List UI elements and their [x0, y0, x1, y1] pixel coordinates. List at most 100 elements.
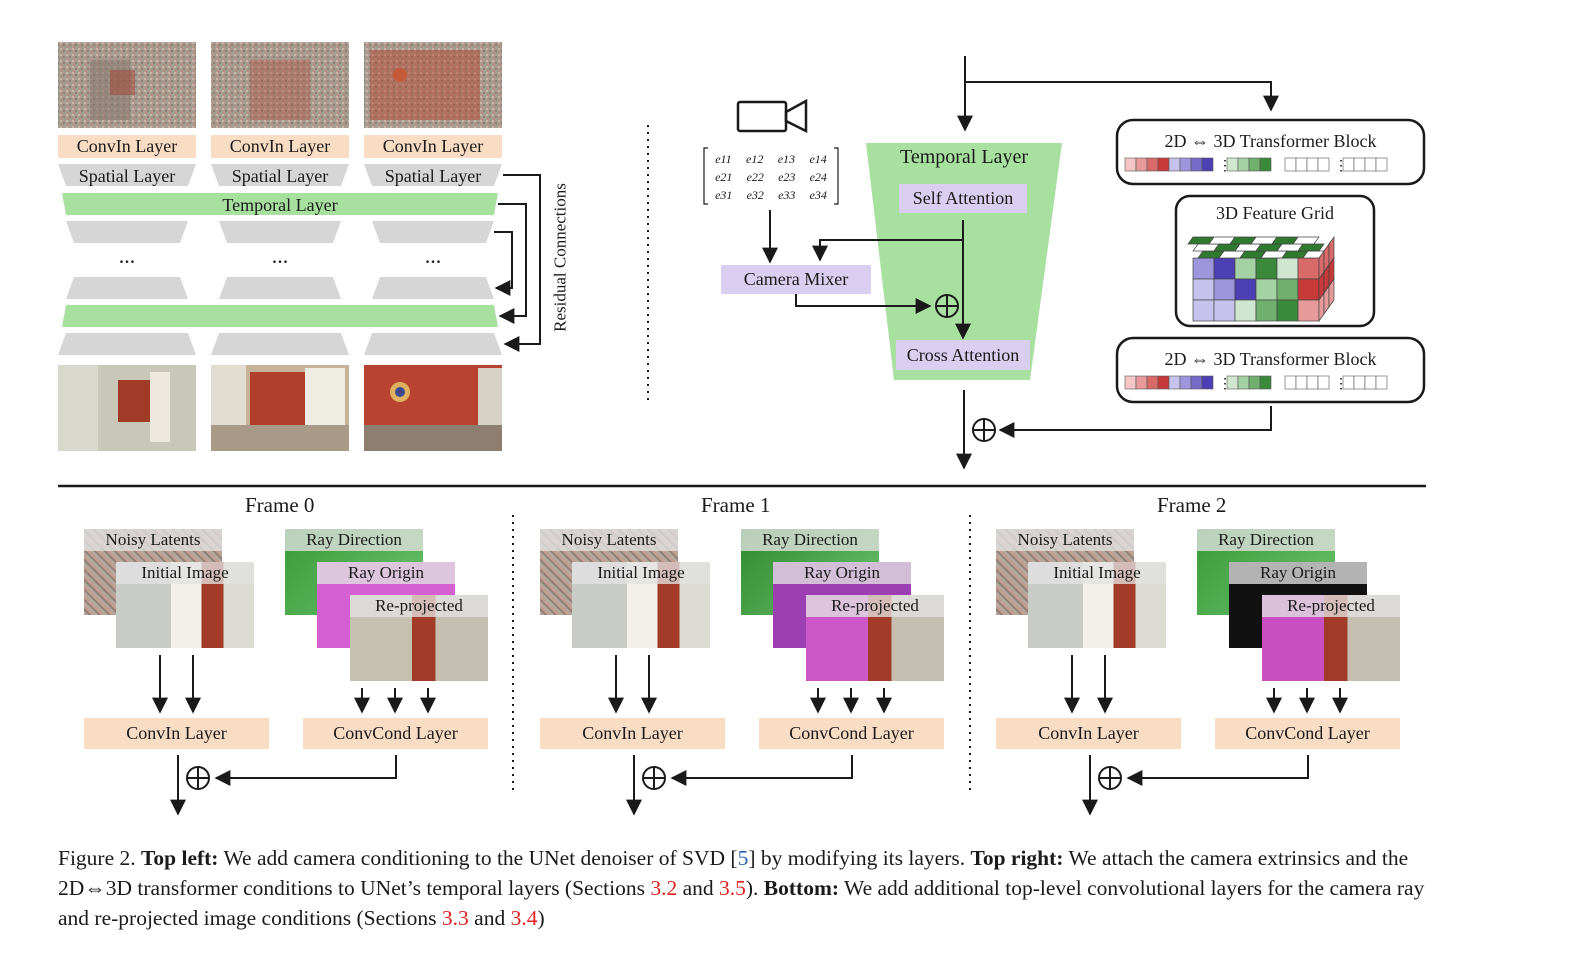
matrix-cell: e14 — [809, 152, 827, 166]
token-cell — [1190, 375, 1203, 390]
ellipsis-0: ... — [118, 243, 136, 268]
caption-text: ] by modifying its layers. — [748, 846, 971, 870]
grid-voxel — [1276, 299, 1299, 322]
initial-image-label: Initial Image — [1028, 562, 1166, 584]
cond-arrow — [1126, 755, 1309, 786]
token-cell — [1306, 157, 1319, 172]
temporal-layer-label: Temporal Layer — [222, 195, 338, 215]
token-cell — [1179, 157, 1192, 172]
reprojected-image: Re-projected — [350, 595, 488, 681]
matrix-cell: e34 — [809, 188, 827, 202]
initial-image-label: Initial Image — [116, 562, 254, 584]
matrix-cell: e12 — [746, 152, 764, 166]
residual-arrows — [494, 174, 541, 352]
frame-title: Frame 0 — [245, 493, 315, 517]
camera-icon — [736, 98, 808, 134]
transformer-block-bottom — [1115, 336, 1426, 404]
feature-grid-label: 3D Feature Grid — [1216, 203, 1334, 223]
token-cell — [1342, 157, 1355, 172]
ellipsis-1: ... — [271, 243, 289, 268]
residual-connections-label: Residual Connections — [550, 183, 570, 332]
token-cell — [1201, 375, 1214, 390]
grid-voxel — [1276, 257, 1299, 280]
cond-arrow — [214, 755, 397, 786]
matrix-row: e31 e32 e33 e34 — [708, 186, 834, 204]
matrix-cell: e32 — [746, 188, 764, 202]
section-link[interactable]: 3.5 — [719, 876, 746, 900]
caption-bottom-head: Bottom: — [763, 876, 840, 900]
grid-voxel — [1192, 299, 1215, 322]
camera-mixer: Camera Mixer — [721, 265, 871, 294]
caption-text: ). — [745, 876, 764, 900]
grid-voxel — [1234, 299, 1257, 322]
section-link[interactable]: 3.4 — [510, 906, 538, 930]
citation-link[interactable]: 5 — [737, 846, 749, 870]
token-cell — [1168, 375, 1181, 390]
transformer-block-top-label: 2D ⇔ 3D Transformer Block — [1164, 131, 1377, 151]
temporal-layer-title: Temporal Layer — [900, 146, 1028, 168]
grid-voxel — [1213, 299, 1236, 322]
reprojected-image: Re-projected — [806, 595, 944, 681]
token-cell — [1248, 375, 1261, 390]
token-cell — [1295, 375, 1308, 390]
token-cell — [1317, 157, 1330, 172]
to-mixer-arrow — [812, 239, 963, 262]
token-cell — [1157, 157, 1170, 172]
grid-voxel — [1297, 278, 1320, 301]
grid-voxel — [1255, 257, 1278, 280]
reprojected-image: Re-projected — [1262, 595, 1400, 681]
noisy-latents-label: Noisy Latents — [996, 529, 1134, 551]
convin-layer: ConvIn Layer — [996, 718, 1181, 749]
caption-top-right-head: Top right: — [970, 846, 1064, 870]
token-cell — [1124, 157, 1137, 172]
token-cell — [1201, 157, 1214, 172]
grid-voxel — [1192, 257, 1215, 280]
token-cell — [1259, 157, 1272, 172]
ray-origin-label: Ray Origin — [317, 562, 455, 584]
token-cell — [1375, 375, 1388, 390]
matrix-cell: e13 — [777, 152, 796, 166]
initial-image: Initial Image — [116, 562, 254, 648]
convcond-layer: ConvCond Layer — [303, 718, 488, 749]
initial-image: Initial Image — [1028, 562, 1166, 648]
token-cell — [1237, 157, 1250, 172]
token-cell — [1135, 157, 1148, 172]
token-strip-top: ⋮⋮ — [1124, 157, 1388, 174]
reprojected-label: Re-projected — [350, 595, 488, 617]
matrix-cell: e33 — [778, 188, 796, 202]
spatial-layer-1: Spatial Layer — [231, 166, 329, 186]
bottom-arrows — [152, 655, 1348, 816]
matrix-cell: e31 — [715, 188, 733, 202]
caption-text: We add camera conditioning to the UNet d… — [218, 846, 738, 870]
grid-voxel — [1213, 278, 1236, 301]
feature-grid-cube — [1187, 235, 1335, 323]
token-cell — [1259, 375, 1272, 390]
section-link[interactable]: 3.3 — [441, 906, 469, 930]
frame-title: Frame 1 — [701, 493, 771, 517]
token-cell — [1179, 375, 1192, 390]
caption-text: and — [677, 876, 719, 900]
ray-direction-label: Ray Direction — [285, 529, 423, 551]
token-cell — [1306, 375, 1319, 390]
ellipsis-2: ... — [424, 243, 442, 268]
grid-voxel-top — [1297, 243, 1325, 252]
self-attention: Self Attention — [899, 184, 1027, 213]
grid-voxel — [1276, 278, 1299, 301]
convin-layer-0: ConvIn Layer — [58, 135, 196, 158]
token-cell — [1375, 157, 1388, 172]
caption-top-left-head: Top left: — [141, 846, 219, 870]
matrix-cell: e22 — [746, 170, 764, 184]
section-link[interactable]: 3.2 — [650, 876, 678, 900]
reprojected-label: Re-projected — [1262, 595, 1400, 617]
grid-voxel — [1234, 257, 1257, 280]
convcond-layer: ConvCond Layer — [1215, 718, 1400, 749]
ray-origin-label: Ray Origin — [1229, 562, 1367, 584]
grid-voxel — [1297, 257, 1320, 280]
caption-text: and — [468, 906, 511, 930]
token-cell — [1248, 157, 1261, 172]
token-cell — [1284, 157, 1297, 172]
token-cell — [1135, 375, 1148, 390]
